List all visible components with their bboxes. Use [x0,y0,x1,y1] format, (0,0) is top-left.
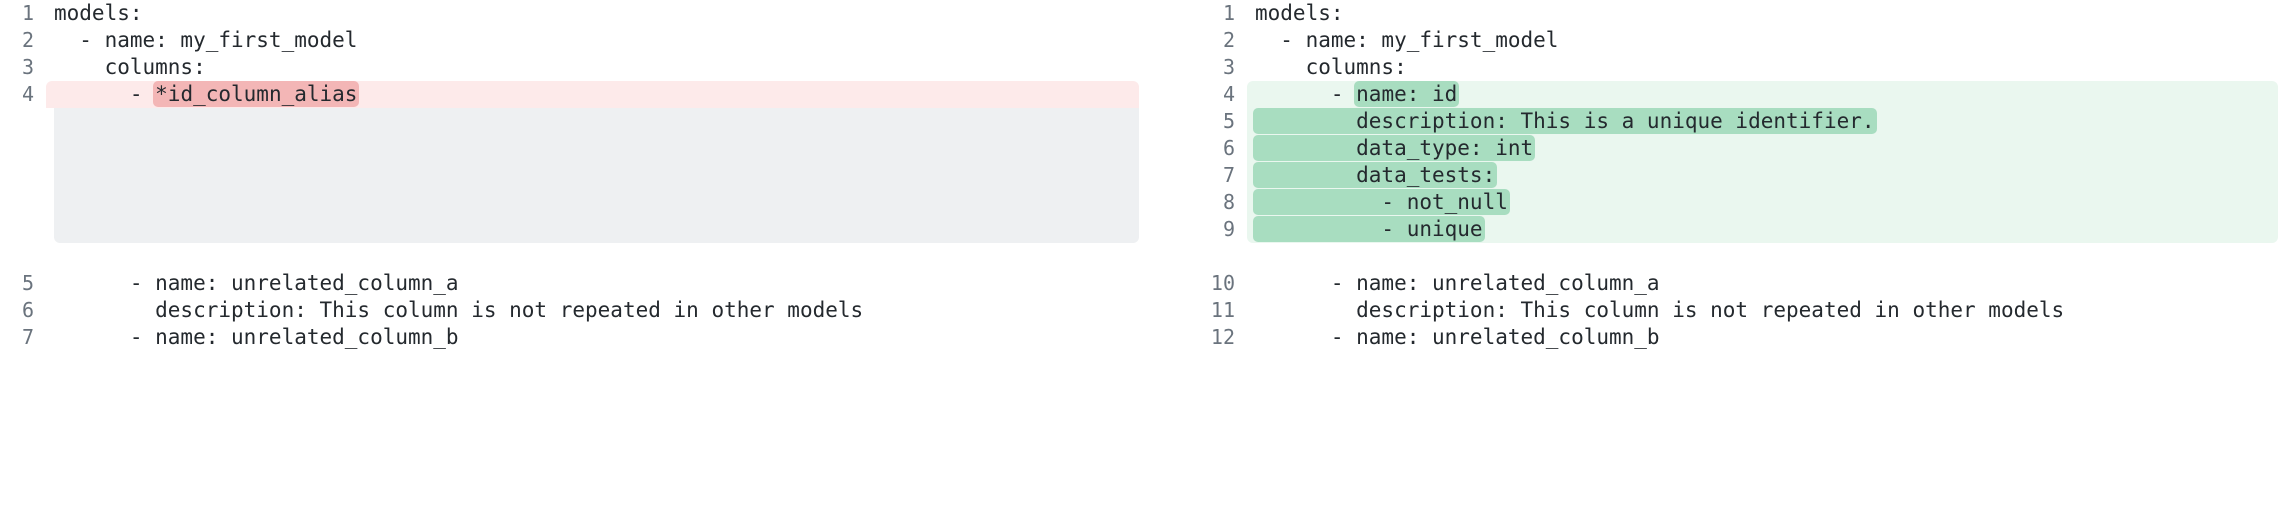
line-content: - unique [1247,216,2278,243]
line-content: models: [46,0,1139,27]
line-number: 1 [1222,1,1235,25]
line-text: columns: [1255,55,1407,79]
code-line-added[interactable]: 5 description: This is a unique identifi… [1207,108,2278,135]
line-number: 10 [1210,271,1235,295]
hunk-gap [1207,243,2278,270]
code-line[interactable]: 3 columns: [1207,54,2278,81]
line-number: 3 [1222,55,1235,79]
line-content: - name: unrelated_column_a [46,270,1139,297]
line-text: - name: my_first_model [54,28,358,52]
line-content: - name: unrelated_column_b [1247,324,2278,351]
line-number: 11 [1210,298,1235,322]
line-content: description: This is a unique identifier… [1247,108,2278,135]
diff-pane-left: 1 models: 2 - name: my_first_model 3 col… [6,0,1139,351]
line-number: 2 [21,28,34,52]
diff-pane-right: 1 models: 2 - name: my_first_model 3 col… [1139,0,2278,528]
line-text: columns: [54,55,206,79]
code-line-added[interactable]: 4 - name: id [1207,81,2278,108]
line-text: - name: unrelated_column_b [54,325,459,349]
line-number: 7 [1222,163,1235,187]
code-line[interactable]: 3 columns: [6,54,1139,81]
added-token: - unique [1253,216,1485,242]
code-line-added[interactable]: 8 - not_null [1207,189,2278,216]
code-line-added[interactable]: 7 data_tests: [1207,162,2278,189]
code-line[interactable]: 11 description: This column is not repea… [1207,297,2278,324]
line-text: models: [1255,1,1344,25]
line-text: description: This column is not repeated… [54,298,864,322]
line-content: data_tests: [1247,162,2278,189]
code-line-added[interactable]: 9 - unique [1207,216,2278,243]
line-number: 2 [1222,28,1235,52]
added-token: data_type: int [1253,135,1536,161]
line-text-prefix: - [1255,82,1357,106]
line-number: 4 [1222,82,1235,106]
line-number: 4 [21,82,34,106]
line-number: 12 [1210,325,1235,349]
line-number: 8 [1222,190,1235,214]
line-content: - name: my_first_model [1247,27,2278,54]
line-content: - name: unrelated_column_b [46,324,1139,351]
added-token: data_tests: [1253,162,1498,188]
diff-filler-block [6,108,1139,243]
line-content: - name: id [1247,81,2278,108]
code-line[interactable]: 1 models: [6,0,1139,27]
line-number: 6 [21,298,34,322]
line-text: - name: unrelated_column_b [1255,325,1660,349]
code-line-deleted[interactable]: 4 - *id_column_alias [6,81,1139,108]
added-token: description: This is a unique identifier… [1253,108,1877,134]
added-token: - not_null [1253,189,1510,215]
code-line[interactable]: 2 - name: my_first_model [6,27,1139,54]
line-content: columns: [1247,54,2278,81]
line-text: description: This column is not repeated… [1255,298,2065,322]
line-content: - name: unrelated_column_a [1247,270,2278,297]
code-line[interactable]: 12 - name: unrelated_column_b [1207,324,2278,351]
code-line[interactable]: 1 models: [1207,0,2278,27]
line-number: 7 [21,325,34,349]
line-number: 5 [1222,109,1235,133]
code-line[interactable]: 6 description: This column is not repeat… [6,297,1139,324]
line-number: 6 [1222,136,1235,160]
line-number: 9 [1222,217,1235,241]
code-line[interactable]: 10 - name: unrelated_column_a [1207,270,2278,297]
line-text: models: [54,1,143,25]
code-line-added[interactable]: 6 data_type: int [1207,135,2278,162]
hunk-gap [6,243,1139,270]
deleted-token: *id_column_alias [153,81,360,107]
line-content: models: [1247,0,2278,27]
added-token: name: id [1354,81,1460,107]
line-text-prefix: - [54,82,156,106]
line-content: - not_null [1247,189,2278,216]
line-text: - name: my_first_model [1255,28,1559,52]
line-content: - name: my_first_model [46,27,1139,54]
line-number: 1 [21,1,34,25]
code-line[interactable]: 2 - name: my_first_model [1207,27,2278,54]
line-content: - *id_column_alias [46,81,1139,108]
line-text: - name: unrelated_column_a [1255,271,1660,295]
filler-gutter [6,108,46,243]
line-content: description: This column is not repeated… [1247,297,2278,324]
line-text: - name: unrelated_column_a [54,271,459,295]
code-line[interactable]: 7 - name: unrelated_column_b [6,324,1139,351]
line-content: columns: [46,54,1139,81]
code-line[interactable]: 5 - name: unrelated_column_a [6,270,1139,297]
line-content: data_type: int [1247,135,2278,162]
filler-box [54,108,1139,243]
line-number: 5 [21,271,34,295]
line-number: 3 [21,55,34,79]
line-content: description: This column is not repeated… [46,297,1139,324]
